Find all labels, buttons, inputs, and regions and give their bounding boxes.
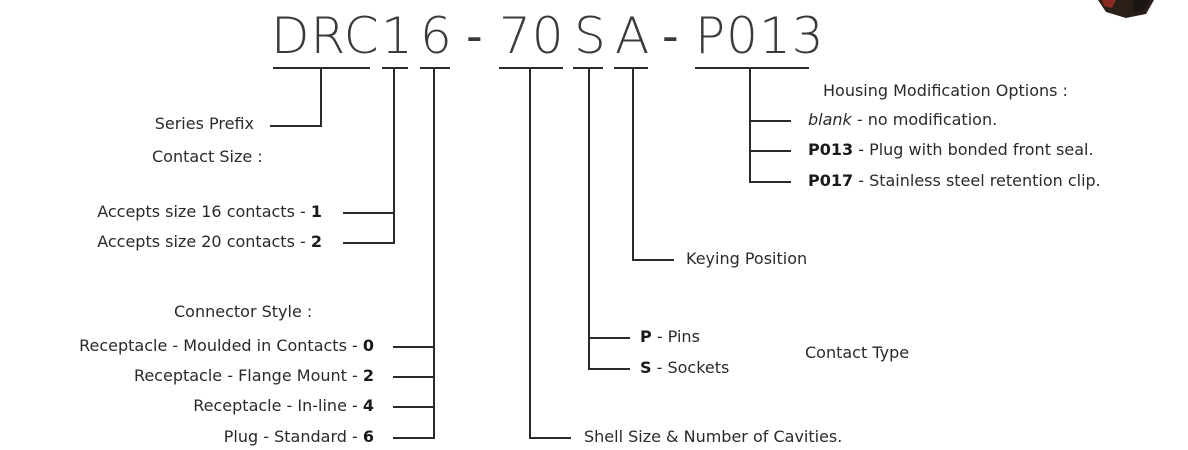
connector-cs16-h [343,212,395,214]
contact-size-title: Contact Size : [152,147,263,166]
underline-style [420,67,450,69]
contact-type-title: Contact Type [805,343,910,362]
connector-contact-size-v [393,69,395,244]
connector-st2-h [393,376,435,378]
ct-p-text: - Pins [651,327,700,346]
connector-st6-h [393,437,435,439]
housing-mod-p017: P017 - Stainless steel retention clip. [808,171,1101,191]
hm-p013-text: - Plug with bonded front seal. [853,140,1094,159]
part-style: 6 [420,7,453,65]
housing-mod-blank: blank - no modification. [808,110,997,130]
ct-p-code: P [640,327,652,346]
underline-keying [614,67,648,69]
connector-ct-s-h [588,368,630,370]
st-2-text: Receptacle - Flange Mount - [133,366,363,385]
cs-16-text: Accepts size 16 contacts - [97,202,311,221]
connector-series-v [320,69,322,127]
housing-mod-p013: P013 - Plug with bonded front seal. [808,140,1094,160]
hm-blank-code: blank [808,110,852,129]
part-keying: A [615,7,651,65]
keying-position-label: Keying Position [686,249,808,268]
st-0-code: 0 [362,336,374,355]
cs-20-text: Accepts size 20 contacts - [97,232,311,251]
housing-mod-title: Housing Modification Options : [823,81,1068,100]
part-shell: 70 [499,7,565,65]
connector-shell-h [529,437,571,439]
contact-type-pins: P - Pins [640,327,700,347]
hm-p013-code: P013 [808,140,854,159]
part-series: DRC [271,7,380,65]
connector-keying-h [632,259,674,261]
hm-p017-text: - Stainless steel retention clip. [853,171,1101,190]
st-4-text: Receptacle - In-line - [193,396,363,415]
connector-style-v [433,69,435,439]
st-2-code: 2 [362,366,374,385]
part-dash-1: - [466,9,483,63]
st-6-code: 6 [362,427,374,446]
cs-16-code: 1 [310,202,322,221]
style-0: Receptacle - Moulded in Contacts - 0 [0,336,374,356]
style-2: Receptacle - Flange Mount - 2 [0,366,374,386]
connector-image [1098,0,1154,18]
st-0-text: Receptacle - Moulded in Contacts - [79,336,363,355]
underline-series [273,67,370,69]
connector-shell-v [529,69,531,439]
st-6-text: Plug - Standard - [223,427,363,446]
hm-blank-text: - no modification. [851,110,998,129]
style-4: Receptacle - In-line - 4 [0,396,374,416]
underline-contact-size [382,67,408,69]
underline-modification [695,67,809,69]
connector-st4-h [393,406,435,408]
hm-p017-code: P017 [808,171,854,190]
part-contact-size: 1 [381,7,414,65]
connector-style-title: Connector Style : [174,302,313,321]
ct-s-text: - Sockets [651,358,730,377]
underline-shell [499,67,563,69]
shell-size-label: Shell Size & Number of Cavities. [584,427,843,446]
part-dash-2: - [662,9,679,63]
style-6: Plug - Standard - 6 [0,427,374,447]
connector-st0-h [393,346,435,348]
connector-modification-v [749,69,751,183]
contact-size-20: Accepts size 20 contacts - 2 [20,232,322,252]
part-contact-type: S [574,7,607,65]
connector-hm-blank-h [749,120,791,122]
part-modification: P013 [695,7,825,65]
connector-contact-type-v [588,69,590,370]
ct-s-code: S [640,358,652,377]
underline-contact-type [573,67,603,69]
st-4-code: 4 [362,396,374,415]
cs-20-code: 2 [310,232,322,251]
connector-series-h [270,125,322,127]
contact-type-sockets: S - Sockets [640,358,729,378]
connector-hm-p013-h [749,150,791,152]
connector-hm-p017-h [749,181,791,183]
connector-ct-p-h [588,337,630,339]
connector-keying-v [632,69,634,261]
contact-size-16: Accepts size 16 contacts - 1 [20,202,322,222]
series-prefix-label: Series Prefix [154,114,254,133]
connector-cs20-h [343,242,395,244]
